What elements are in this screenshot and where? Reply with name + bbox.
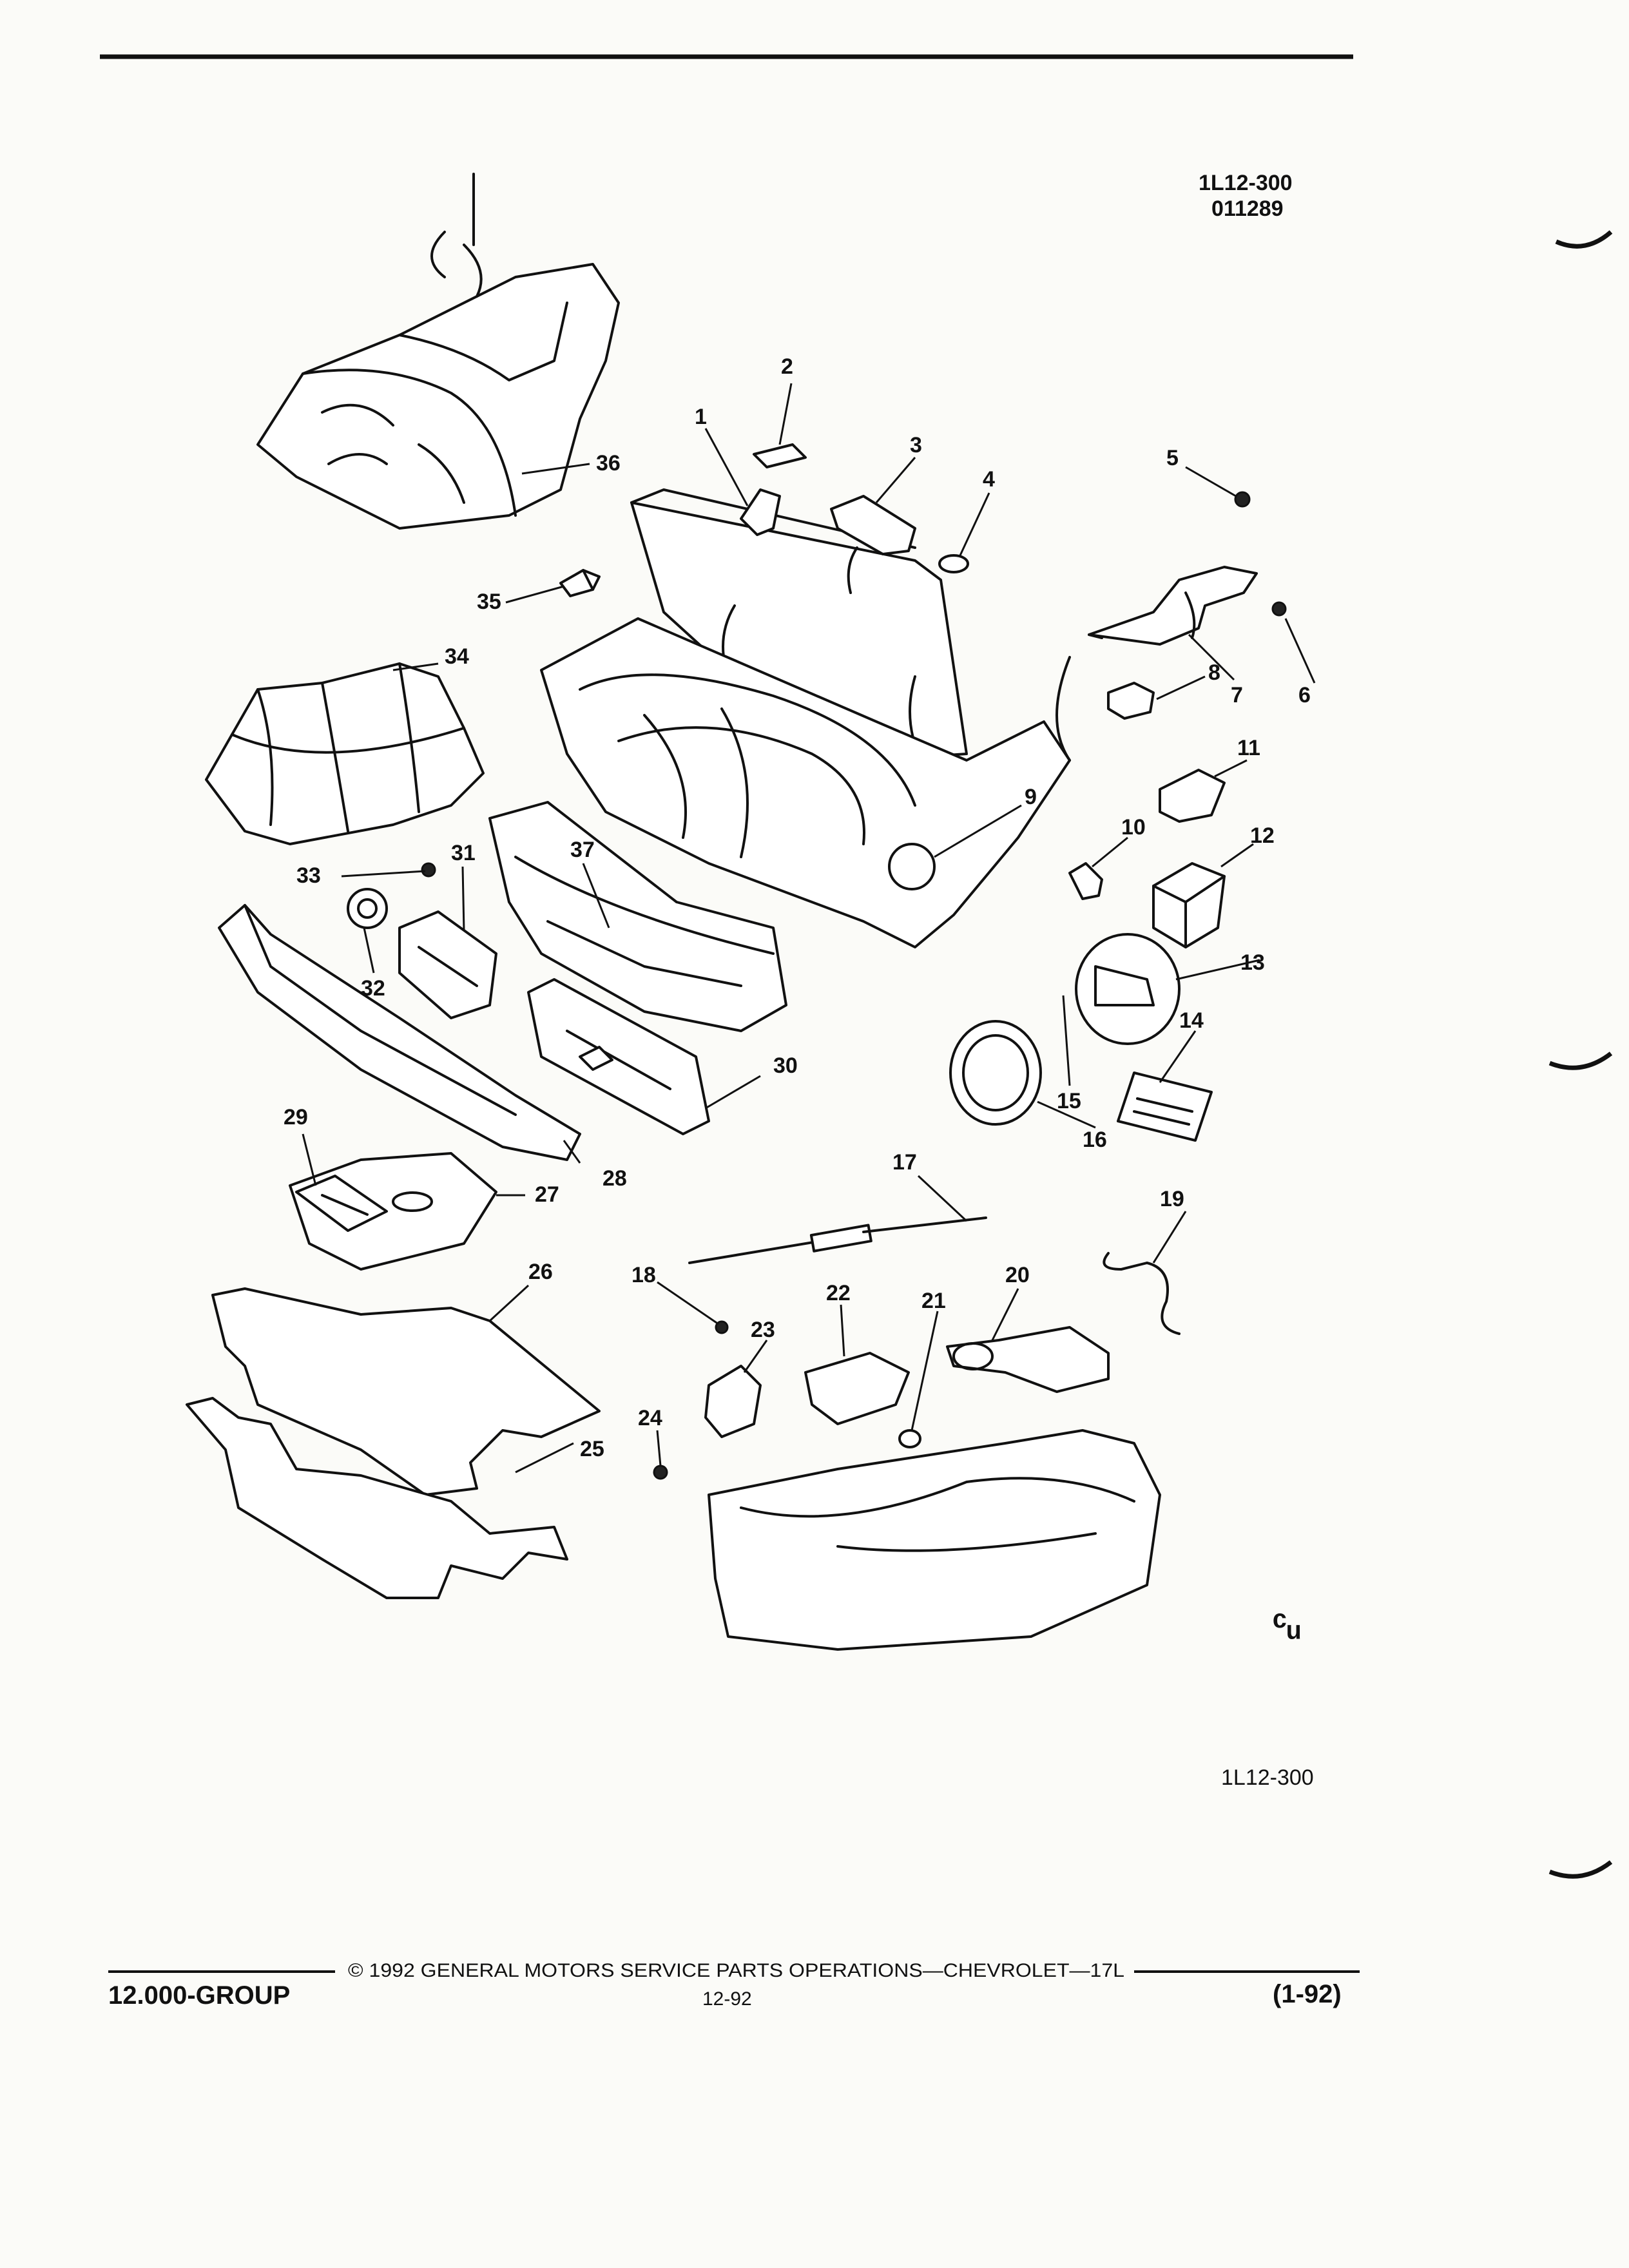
- part-7-latch: [1088, 566, 1258, 646]
- part-4-grommet: [938, 554, 969, 573]
- callout-18: 18: [631, 1263, 656, 1287]
- part-5-bolt: [1234, 491, 1251, 508]
- callout-14: 14: [1179, 1008, 1204, 1033]
- footer-page: 12-92: [702, 1988, 752, 2010]
- callout-30: 30: [773, 1053, 798, 1078]
- callout-labels: 1 2 3 4 5 6 7 8 9 10 11 12 13 14 15 16 1…: [284, 354, 1311, 1461]
- callout-9: 9: [1025, 785, 1037, 809]
- callout-10: 10: [1121, 815, 1146, 840]
- part-20-latch-assy: [946, 1326, 1110, 1393]
- callout-17: 17: [892, 1150, 917, 1175]
- callout-28: 28: [602, 1166, 627, 1191]
- callout-23: 23: [751, 1318, 775, 1342]
- part-26-trunk-mat: [211, 1287, 601, 1496]
- callout-27: 27: [535, 1182, 559, 1207]
- part-29-plate: [295, 1175, 388, 1232]
- part-28-bumper: [218, 904, 581, 1161]
- callout-1: 1: [695, 405, 707, 429]
- part-32-lock-cylinder: [347, 888, 388, 929]
- callout-4: 4: [983, 467, 995, 492]
- part-17-strut: [688, 1216, 987, 1264]
- part-22-lamp: [804, 1352, 910, 1425]
- part-11-bracket: [1159, 769, 1226, 823]
- callout-7: 7: [1231, 683, 1243, 707]
- part-13-fuel-door: [1075, 933, 1181, 1045]
- callout-6: 6: [1298, 683, 1311, 707]
- leader-lines: [302, 383, 1316, 1474]
- callout-2: 2: [781, 354, 793, 379]
- footer: © 1992 GENERAL MOTORS SERVICE PARTS OPER…: [108, 1960, 1360, 2010]
- footer-copyright: © 1992 GENERAL MOTORS SERVICE PARTS OPER…: [348, 1960, 1124, 1981]
- callout-8: 8: [1208, 660, 1220, 685]
- part-33-lock-key: [421, 862, 436, 878]
- binder-mark-1: [1555, 230, 1613, 249]
- callout-12: 12: [1250, 823, 1275, 848]
- callout-5: 5: [1166, 446, 1179, 470]
- part-31-lock-mount: [398, 910, 497, 1019]
- callout-20: 20: [1005, 1263, 1030, 1287]
- part-30-tail-lamp: [527, 978, 710, 1135]
- ref-date: 011289: [1211, 197, 1284, 221]
- callout-26: 26: [528, 1260, 553, 1284]
- lower-trunk-view: [708, 1429, 1161, 1651]
- callout-16: 16: [1083, 1128, 1107, 1152]
- callout-24: 24: [638, 1406, 662, 1430]
- bottom-ref-code: 1L12-300: [1221, 1765, 1314, 1790]
- callout-36: 36: [596, 451, 621, 476]
- callout-3: 3: [910, 433, 922, 457]
- callout-11: 11: [1237, 736, 1260, 760]
- trunk-body-assembly: [540, 488, 1071, 948]
- footer-date-code: (1-92): [1273, 1980, 1342, 2008]
- callout-25: 25: [580, 1437, 604, 1461]
- part-24-screw: [653, 1465, 668, 1480]
- callout-22: 22: [826, 1281, 851, 1305]
- callout-33: 33: [296, 863, 321, 888]
- callout-15: 15: [1057, 1089, 1081, 1113]
- part-14-decal: [1117, 1072, 1213, 1142]
- part-16-ring: [949, 1020, 1042, 1126]
- binder-mark-2: [1548, 1052, 1613, 1070]
- part-1-hinge: [740, 488, 781, 536]
- part-6-screw: [1271, 601, 1287, 617]
- callout-21: 21: [921, 1289, 946, 1313]
- part-34-quarter-trim: [205, 662, 485, 845]
- part-35-retainer: [559, 569, 601, 597]
- part-2-pad: [753, 443, 807, 468]
- callout-19: 19: [1160, 1187, 1184, 1211]
- part-23-striker: [704, 1365, 762, 1438]
- part-36-trunk-trim: [256, 173, 620, 530]
- binder-mark-3: [1548, 1860, 1613, 1879]
- callout-35: 35: [477, 590, 501, 614]
- part-8-bumper: [1107, 682, 1155, 720]
- ref-code: 1L12-300: [1199, 171, 1293, 195]
- logo-mark: ᶜᵤ: [1273, 1603, 1300, 1645]
- callout-37: 37: [570, 838, 595, 862]
- callout-13: 13: [1240, 950, 1265, 975]
- part-21-grommet: [898, 1429, 921, 1448]
- part-3-actuator: [830, 495, 916, 594]
- callout-29: 29: [284, 1105, 308, 1129]
- part-19-rod: [1103, 1252, 1181, 1335]
- part-18-stud: [715, 1320, 729, 1334]
- part-12-housing: [1152, 862, 1226, 948]
- part-25-trunk-mat: [186, 1397, 568, 1599]
- part-10-plug: [1068, 862, 1103, 900]
- callout-34: 34: [445, 644, 469, 669]
- callout-31: 31: [451, 841, 476, 865]
- footer-group: 12.000-GROUP: [108, 1981, 290, 2010]
- callout-32: 32: [361, 976, 385, 1001]
- part-37-rear-panel: [488, 801, 787, 1032]
